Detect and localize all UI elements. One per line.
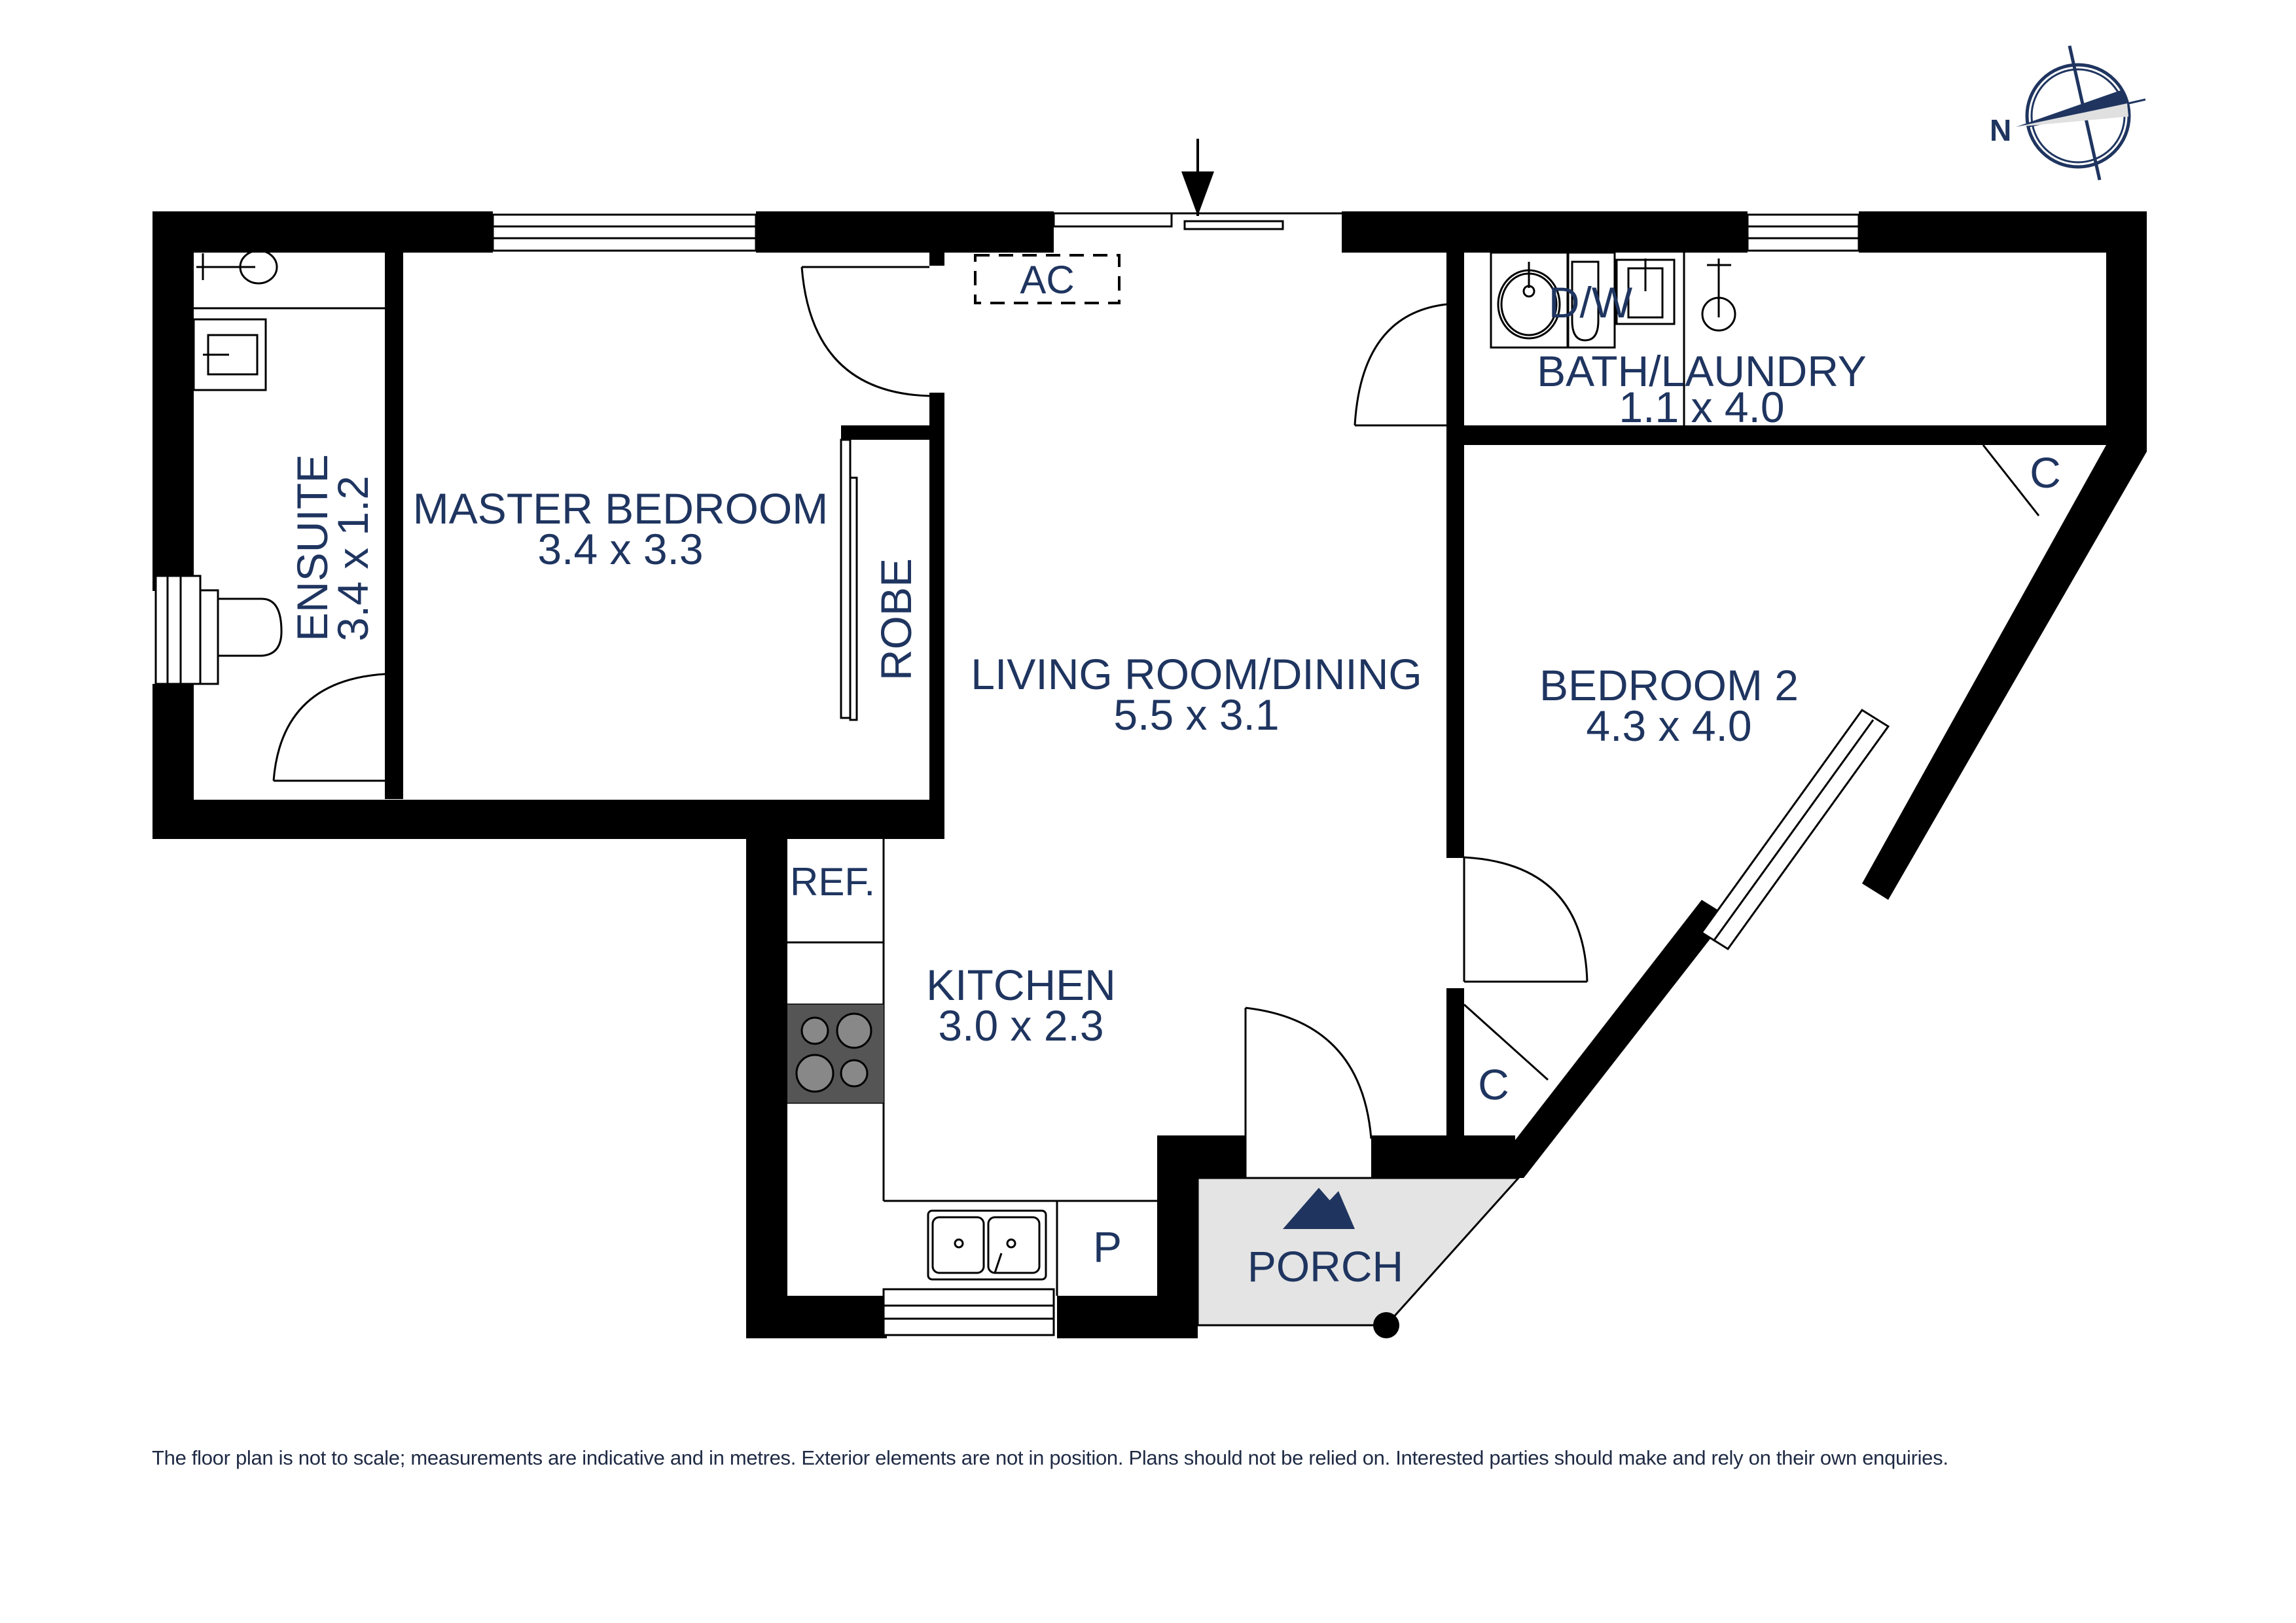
compass-n-label: N (1990, 113, 2011, 147)
laundry-fixtures (1490, 251, 1736, 425)
kitchen-size: 3.0 x 2.3 (938, 1001, 1103, 1050)
porch-name: PORCH (1247, 1242, 1403, 1291)
ensuite-size: 3.4 x 1.2 (329, 476, 377, 641)
entry-arrow-icon (1181, 139, 1214, 216)
room-labels: MASTER BEDROOM 3.4 x 3.3 ENSUITE 3.4 x 1… (288, 278, 2061, 1291)
bath-laundry-name: BATH/LAUNDRY (1537, 347, 1867, 395)
ac-unit (974, 254, 1121, 304)
diagonal-wall (1862, 444, 2147, 900)
bath-laundry-size: 1.1 x 4.0 (1619, 383, 1784, 431)
master-bedroom-name: MASTER BEDROOM (413, 484, 828, 533)
master-bedroom-size: 3.4 x 3.3 (537, 525, 703, 573)
ensuite-name: ENSUITE (288, 454, 336, 641)
cupboard-label-bottom: C (1478, 1060, 1509, 1109)
living-size: 5.5 x 3.1 (1113, 690, 1279, 739)
cupboard-label-top: C (2030, 448, 2061, 497)
ac-label: AC (1020, 258, 1074, 302)
porch-entry-triangle-icon (1283, 1188, 1355, 1229)
pantry-label: P (1093, 1222, 1122, 1271)
door-swings (272, 266, 2040, 1178)
disclaimer-text: The floor plan is not to scale; measurem… (152, 1446, 1948, 1469)
walls (152, 211, 2147, 1338)
dw-label: D/W (1549, 278, 1633, 327)
ref-label: REF. (790, 860, 875, 904)
bedroom2-name: BEDROOM 2 (1539, 661, 1799, 709)
cooktop-icon (787, 1005, 884, 1103)
diagonal-wall-lower (1486, 900, 1728, 1178)
porch-post (1373, 1312, 1399, 1338)
kitchen-name: KITCHEN (926, 961, 1116, 1009)
north-compass-icon: N (1990, 45, 2146, 181)
ensuite-fixtures (192, 249, 385, 685)
robe-label: ROBE (872, 558, 920, 681)
windows (154, 213, 1890, 1336)
living-name: LIVING ROOM/DINING (971, 650, 1422, 698)
robe (840, 438, 858, 721)
bedroom2-size: 4.3 x 4.0 (1586, 702, 1751, 750)
kitchen-sink-icon (927, 1209, 1047, 1281)
